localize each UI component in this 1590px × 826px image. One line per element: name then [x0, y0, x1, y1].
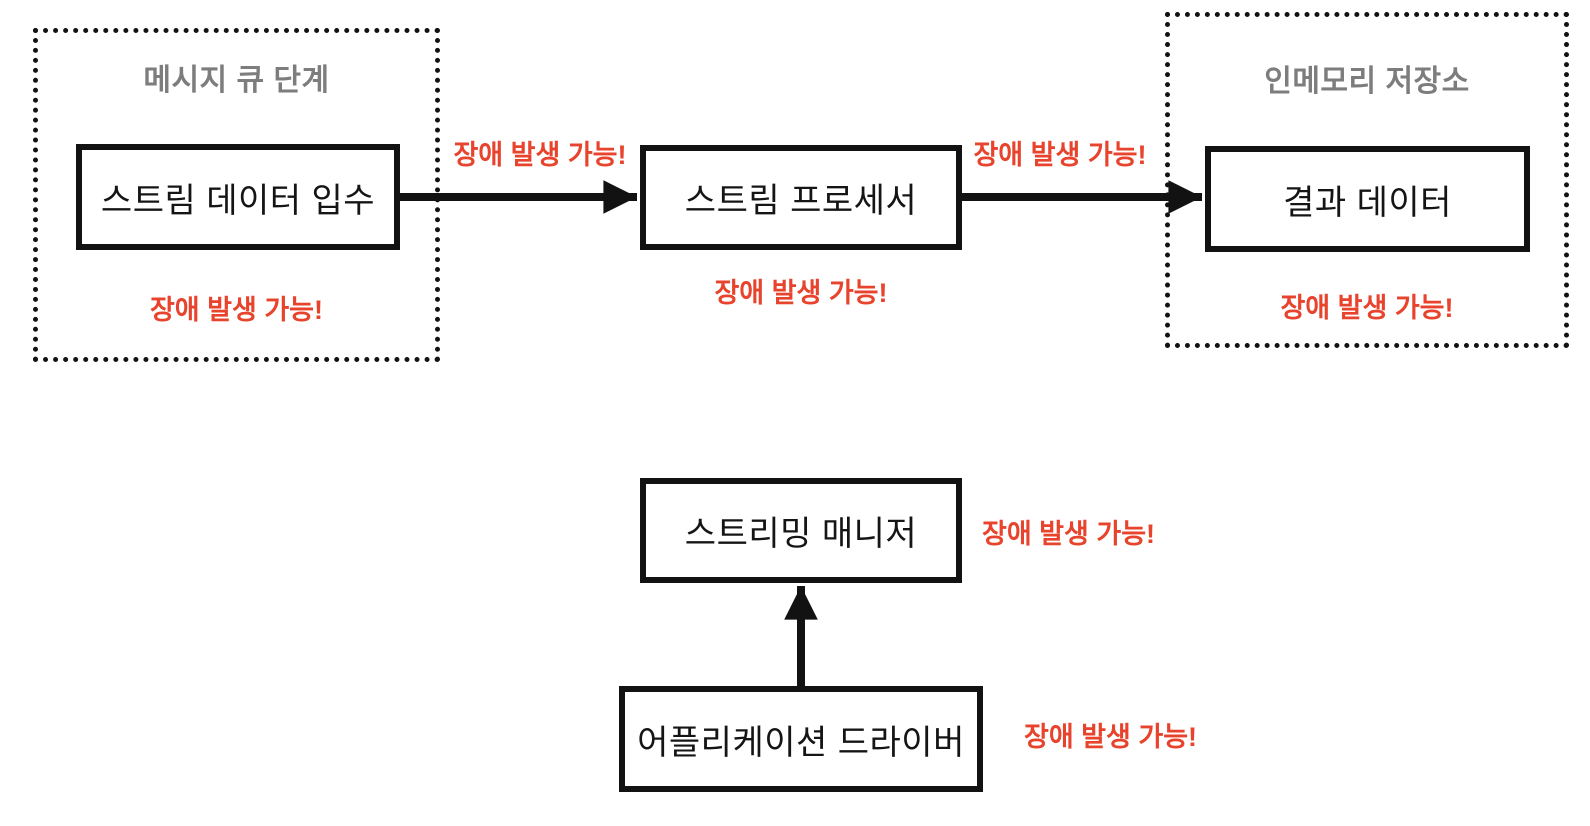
- node-stream-processor: 스트림 프로세서: [640, 145, 962, 250]
- node-streaming-manager: 스트리밍 매니저: [640, 478, 962, 583]
- group-title-message-queue: 메시지 큐 단계: [143, 64, 330, 97]
- warning-edge-ingest-to-processor: 장애 발생 가능!: [453, 140, 627, 170]
- node-label-application-driver: 어플리케이션 드라이버: [637, 723, 965, 762]
- node-label-result-data: 결과 데이터: [1283, 183, 1452, 222]
- warning-edge-processor-to-result: 장애 발생 가능!: [973, 140, 1147, 170]
- warning-stream-processor: 장애 발생 가능!: [714, 278, 888, 308]
- node-label-stream-data-ingest: 스트림 데이터 입수: [100, 181, 376, 220]
- node-stream-data-ingest: 스트림 데이터 입수: [76, 144, 400, 250]
- node-label-stream-processor: 스트림 프로세서: [684, 182, 918, 220]
- warning-streaming-manager: 장애 발생 가능!: [982, 519, 1156, 549]
- warning-in-memory: 장애 발생 가능!: [1280, 293, 1454, 323]
- group-message-queue-stage: 메시지 큐 단계 스트림 데이터 입수 장애 발생 가능!: [33, 28, 440, 362]
- warning-message-queue: 장애 발생 가능!: [149, 295, 324, 325]
- warning-application-driver: 장애 발생 가능!: [1024, 722, 1198, 752]
- node-application-driver: 어플리케이션 드라이버: [619, 686, 983, 792]
- node-result-data: 결과 데이터: [1205, 146, 1530, 252]
- group-title-in-memory: 인메모리 저장소: [1264, 65, 1470, 98]
- node-label-streaming-manager: 스트리밍 매니저: [684, 515, 918, 553]
- group-in-memory-store: 인메모리 저장소 결과 데이터 장애 발생 가능!: [1165, 12, 1569, 348]
